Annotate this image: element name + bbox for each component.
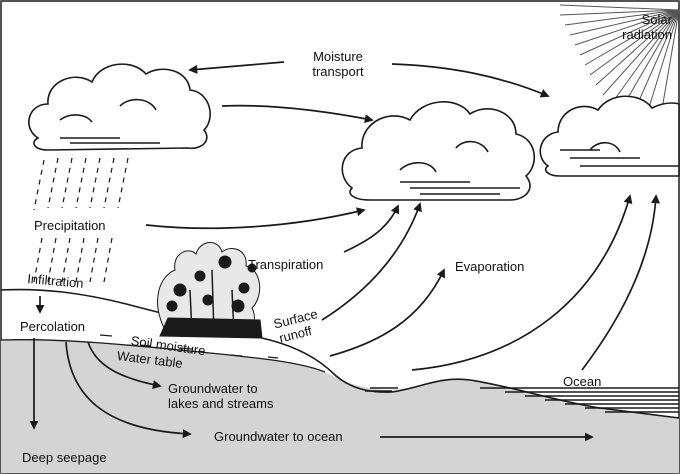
trees	[157, 242, 263, 339]
label-groundwater-ocean: Groundwater to ocean	[214, 429, 343, 444]
label-moisture-transport: Moisture transport	[288, 49, 388, 79]
label-groundwater-lakes: Groundwater to lakes and streams	[168, 381, 274, 411]
arrow-evaporation	[329, 268, 445, 357]
moisture-line-2: transport	[312, 64, 364, 79]
sun-rays	[559, 4, 680, 116]
arrow-moisture-transport-left	[188, 61, 285, 74]
solar-line-2: radiation	[622, 27, 672, 42]
ocean-water	[365, 387, 679, 413]
arrow-ocean-evaporation-2	[581, 194, 661, 371]
ocean-cloud	[539, 95, 680, 177]
water-table-line	[0, 339, 326, 373]
moisture-line-1: Moisture	[313, 49, 363, 64]
label-solar-radiation: Solar radiation	[600, 12, 672, 42]
arrow-cloud-to-cloud	[221, 104, 374, 124]
middle-cloud	[341, 101, 535, 201]
arrow-transpiration	[343, 204, 400, 253]
precipitation-rain	[33, 157, 129, 283]
rain-cloud	[28, 63, 211, 151]
gw-lakes-line-1: Groundwater to	[168, 381, 258, 396]
arrow-runoff-up	[321, 202, 422, 321]
label-percolation: Percolation	[20, 319, 86, 334]
label-precipitation: Precipitation	[34, 218, 106, 233]
arrow-ocean-evaporation-1	[411, 194, 633, 371]
flow-arrows	[29, 61, 661, 442]
gw-lakes-line-2: lakes and streams	[168, 396, 274, 411]
arrow-moisture-transport-right	[391, 63, 550, 98]
ground-mass	[1, 339, 679, 473]
solar-line-1: Solar	[641, 12, 672, 27]
label-deep-seepage: Deep seepage	[22, 450, 107, 465]
label-evaporation: Evaporation	[455, 259, 525, 274]
arrow-gw-ocean-1	[65, 341, 192, 439]
label-ocean: Ocean	[563, 374, 602, 389]
arrow-precipitation-to-cloud	[145, 207, 366, 230]
arrow-gw-lakes	[87, 341, 162, 389]
label-transpiration: Transpiration	[248, 257, 324, 272]
soil-moisture-dashes	[99, 334, 279, 359]
